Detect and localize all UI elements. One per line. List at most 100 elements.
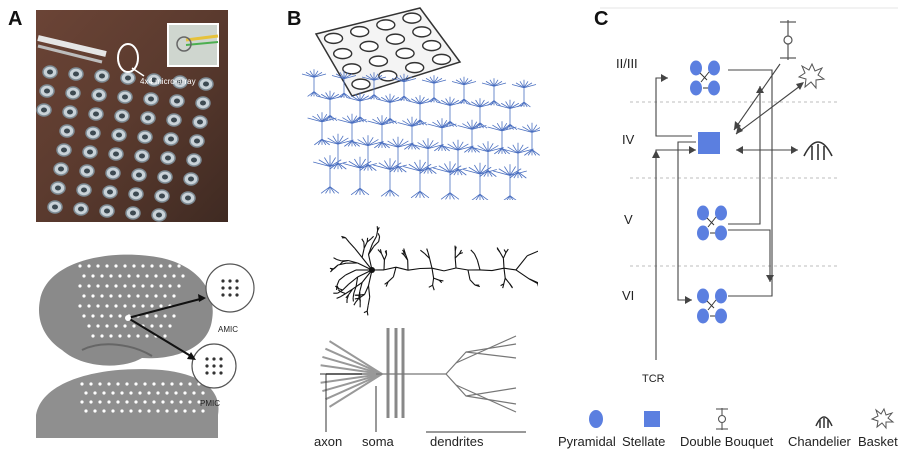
neuron-tree (493, 164, 527, 200)
electrode-dot (136, 334, 139, 337)
neuron-tree (433, 161, 467, 199)
electrode-dot (141, 304, 144, 307)
electrode-dot (132, 284, 135, 287)
neuron-tree (442, 140, 473, 175)
amic-label: AMIC (218, 325, 238, 334)
electrode-dot (168, 324, 171, 327)
electrode-dot (93, 409, 96, 412)
pyramidal-cell (697, 309, 709, 324)
electrode-dot (145, 314, 148, 317)
electrode-dot (123, 304, 126, 307)
electrode-dot (165, 391, 168, 394)
electrode-dot (123, 264, 126, 267)
pyramidal-cell (715, 226, 727, 241)
array-hole (325, 33, 343, 43)
array-hole (406, 63, 424, 73)
legend-label-basket: Basket (858, 434, 898, 449)
panel-a-brain-figure: AMIC PMIC (22, 240, 262, 438)
electrode-dot (156, 391, 159, 394)
electrode-dot (82, 274, 85, 277)
electrode-dot (127, 274, 130, 277)
electrode-dot (183, 409, 186, 412)
electrode-dot (152, 382, 155, 385)
array-hole (351, 27, 369, 37)
pmic-label: PMIC (200, 399, 220, 408)
circuit-connections (656, 64, 800, 360)
electrode-dot (91, 274, 94, 277)
electrode-dot (141, 284, 144, 287)
neuron-tree (437, 97, 463, 127)
electrode-dot (159, 304, 162, 307)
arrowheads (652, 74, 804, 304)
electrode-dot (125, 400, 128, 403)
neuron-tree (382, 137, 413, 172)
electrode-dot (143, 382, 146, 385)
electrode-dot (150, 264, 153, 267)
chandelier-cell (804, 142, 832, 160)
electrode-dot (96, 324, 99, 327)
electrode-dot (192, 391, 195, 394)
neuron-tree (407, 95, 433, 125)
panel-a-letter: A (8, 8, 22, 31)
electrode-dot (118, 294, 121, 297)
electrode-dot (141, 264, 144, 267)
electrode-dot (161, 382, 164, 385)
array-hole (396, 48, 414, 58)
neuron-tree (502, 143, 533, 178)
electrode-dot (100, 274, 103, 277)
array-hole (334, 49, 352, 59)
electrode-dot (159, 324, 162, 327)
electrode-dot (154, 314, 157, 317)
electrode-dot (105, 284, 108, 287)
neuron-tree (452, 77, 476, 104)
electrode-dot (177, 264, 180, 267)
legend-label-pyramidal: Pyramidal (558, 434, 616, 449)
electrode-dot (98, 400, 101, 403)
pyramidal-cell (708, 81, 720, 96)
electrode-dot (163, 274, 166, 277)
electrode-dot (163, 334, 166, 337)
array-hole (433, 54, 451, 64)
electrode-dot (118, 314, 121, 317)
electrode-dot (93, 391, 96, 394)
electrode-dot (168, 284, 171, 287)
layer-label-2-3: II/III (616, 56, 638, 71)
pyramidal-cluster-2-3 (690, 61, 720, 96)
electrode-dot (96, 304, 99, 307)
legend-label-stellate: Stellate (622, 434, 665, 449)
electrode-dot (127, 334, 130, 337)
neuron-tree (302, 69, 326, 96)
electrode-dot (109, 334, 112, 337)
array-hole (369, 56, 387, 66)
electrode-dot (129, 391, 132, 394)
electrode-dot (114, 304, 117, 307)
array-hole (360, 41, 378, 51)
electrode-dot (118, 334, 121, 337)
neuron-tree (422, 75, 446, 102)
stellate-cell (698, 132, 720, 154)
electrode-dot (91, 294, 94, 297)
layer-label-5: V (624, 212, 633, 227)
electrode-dot (116, 400, 119, 403)
neuron-tree (482, 78, 506, 105)
electrode-dot (132, 324, 135, 327)
electrode-dot (143, 400, 146, 403)
basket-star-icon (872, 409, 893, 428)
electrode-dot (163, 314, 166, 317)
electrode-dot (132, 304, 135, 307)
electrode-dot (78, 284, 81, 287)
electrode-dot (145, 294, 148, 297)
panel-a-photo: 4x4 micro-array (36, 10, 228, 222)
electrode-dot (105, 304, 108, 307)
tcr-label: TCR (642, 373, 665, 385)
electrode-dot (154, 294, 157, 297)
electrode-dot (116, 382, 119, 385)
neuron-tree (512, 80, 536, 107)
electrode-dot (98, 382, 101, 385)
electrode-dot (105, 324, 108, 327)
electrode-dot (87, 284, 90, 287)
array-hole (403, 13, 421, 23)
electrode-dot (114, 324, 117, 327)
compartment-model (320, 328, 516, 418)
electrode-dot (165, 409, 168, 412)
